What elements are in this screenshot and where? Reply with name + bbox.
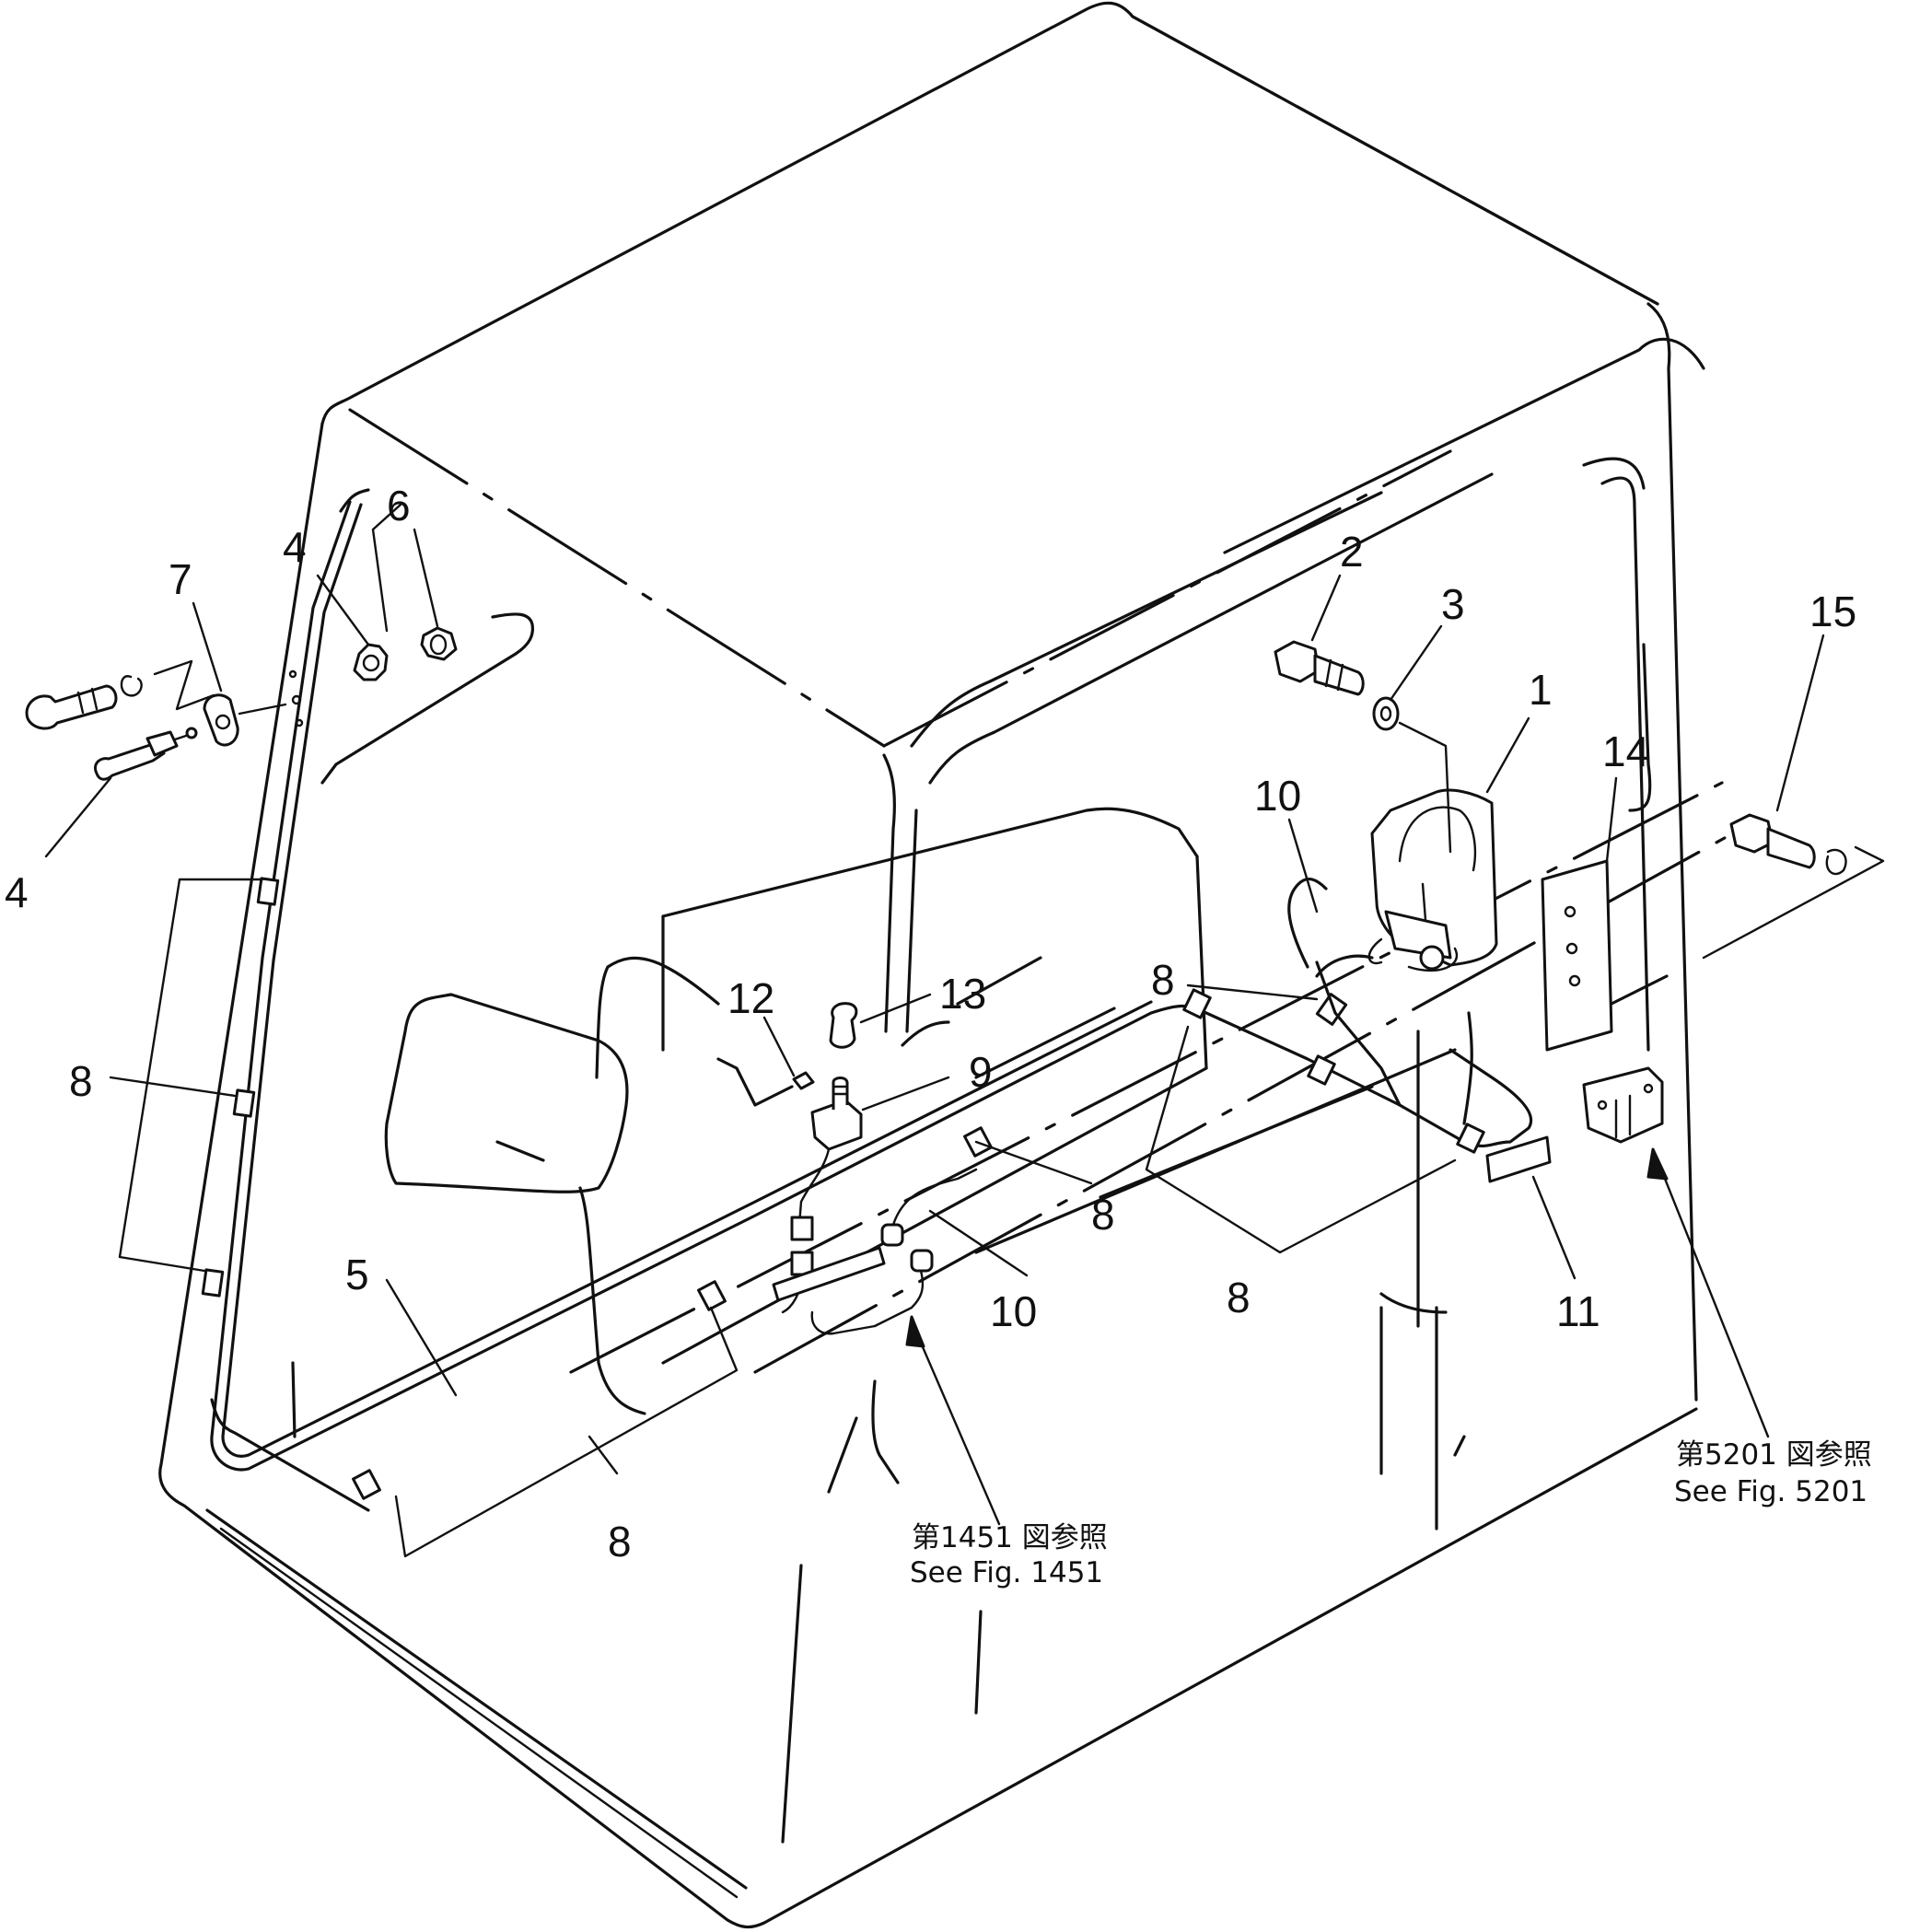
leader-lines	[44, 503, 1825, 1558]
connectors-item-10	[772, 1168, 978, 1335]
part-15-bolt	[1702, 813, 1885, 960]
figure-references: 第1451 図参照 See Fig. 1451 第5201 図参照 See Fi…	[910, 1438, 1872, 1589]
callout-11: 11	[1556, 1287, 1600, 1335]
clamp	[1315, 993, 1348, 1026]
callout-12: 12	[727, 974, 774, 1022]
part-11-label	[1485, 1135, 1552, 1183]
callout-5: 5	[345, 1251, 369, 1298]
callout-10-upper: 10	[1254, 772, 1301, 820]
callout-8-lower: 8	[608, 1518, 632, 1565]
callout-2: 2	[1340, 528, 1364, 576]
part-1-motor-block	[1367, 788, 1498, 972]
callout-4-lower: 4	[5, 868, 29, 916]
part-3-washer	[1372, 696, 1400, 731]
part-4-knob	[353, 643, 389, 681]
callout-7: 7	[169, 555, 192, 603]
part-bolt-left	[25, 684, 118, 730]
clamp	[352, 1469, 381, 1500]
operator-seat	[384, 956, 720, 1415]
callout-13: 13	[939, 970, 986, 1018]
callout-4-upper: 4	[283, 523, 307, 571]
ref-1451-jp: 第1451 図参照	[912, 1521, 1108, 1554]
callout-9: 9	[969, 1048, 993, 1096]
part-6-nut	[420, 626, 458, 661]
clamp	[1307, 1054, 1336, 1086]
callout-6: 6	[387, 482, 411, 530]
ref-5201-en: See Fig. 5201	[1674, 1475, 1867, 1508]
callout-8-upper-right: 8	[1151, 956, 1175, 1004]
callout-14: 14	[1602, 727, 1649, 775]
clamp	[697, 1280, 727, 1311]
callout-10-lower: 10	[990, 1287, 1037, 1335]
callout-3: 3	[1441, 580, 1465, 628]
callout-8-mid: 8	[1091, 1191, 1115, 1239]
ref-1451-en: See Fig. 1451	[910, 1556, 1103, 1589]
wiring-harness	[210, 500, 1533, 1472]
ref-5201-jp: 第5201 図参照	[1676, 1438, 1872, 1472]
clamp	[1456, 1123, 1485, 1154]
callout-labels: 1 2 3 4 4 5 6 7 8 8 8 8 8 9 10 10 11 12 …	[5, 482, 1856, 1565]
part-14-plate	[1541, 859, 1613, 1052]
part-7-plate	[203, 693, 239, 747]
connector-bracket-5201	[1582, 1066, 1664, 1144]
part-12-piece	[792, 1071, 815, 1090]
callout-15: 15	[1809, 588, 1856, 635]
callout-8-lower-right: 8	[1227, 1274, 1251, 1321]
clamp	[256, 877, 280, 906]
callout-1: 1	[1529, 666, 1553, 714]
clamp	[1182, 988, 1212, 1019]
harness-clamps	[201, 877, 1485, 1500]
clamp	[201, 1268, 225, 1298]
clamp	[232, 1088, 256, 1118]
cab-body-outline	[158, 1, 1751, 1929]
part-13-knob	[829, 1002, 858, 1049]
part-10-harness-right	[1287, 877, 1402, 1107]
part-2-bolt	[1274, 640, 1365, 696]
left-hardware-cluster	[25, 626, 458, 781]
callout-8-left: 8	[69, 1057, 93, 1105]
part-9-switch	[797, 1077, 863, 1227]
